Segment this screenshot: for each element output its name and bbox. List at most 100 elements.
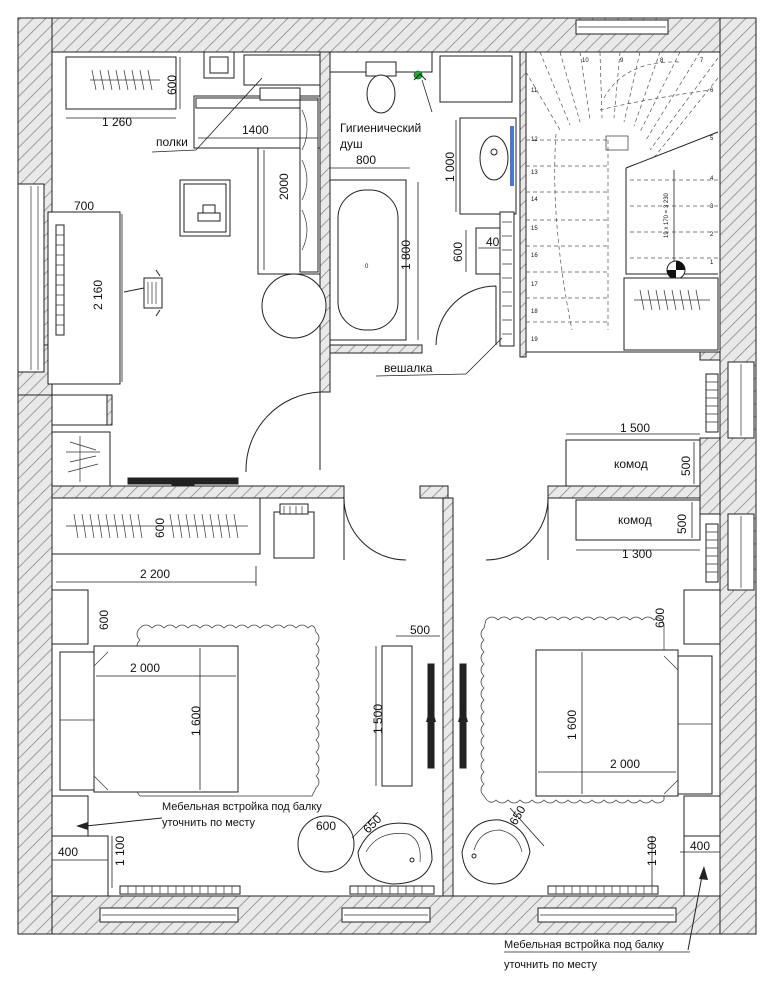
shelves-callout: полки	[151, 77, 263, 153]
dresser-1: 1 500 комод 500	[565, 421, 701, 487]
stair-numbers-right: 1 2 3 4 5 6 7 8 9 10	[582, 58, 714, 266]
stair-note: 19 x 170 = 3 230	[664, 192, 670, 238]
step-13: 13	[531, 170, 538, 176]
step-3: 3	[710, 204, 714, 210]
desk-chair	[123, 269, 163, 317]
right-armchair: 650	[461, 803, 545, 885]
right-corner-width: 400	[690, 839, 710, 853]
dresser-1-width: 1 500	[620, 421, 650, 435]
hanger-label: вешалка	[384, 361, 433, 375]
sofa-length: 2000	[277, 173, 291, 200]
right-note-line-2: уточнить по месту	[504, 959, 598, 971]
corner-box	[243, 54, 321, 86]
right-night-depth: 600	[653, 608, 667, 628]
wardrobe-top	[65, 56, 177, 110]
left-wardrobe-depth: 600	[153, 518, 167, 538]
round-rug	[261, 273, 327, 339]
right-note-line-1: Мебельная встройка под балку	[504, 939, 664, 951]
sink-height: 1 000	[443, 152, 457, 182]
bath-shelf-top	[439, 55, 513, 103]
right-bedroom-door	[485, 497, 549, 561]
left-nightstands: 600	[51, 589, 111, 837]
right-bed-length: 2 000	[610, 757, 640, 771]
hall-radiator	[705, 373, 719, 433]
left-night-depth: 600	[97, 610, 111, 630]
left-bedroom-door	[343, 497, 407, 561]
tv	[127, 477, 239, 487]
left-table-depth: 600	[316, 819, 336, 833]
hanger-callout: вешалка	[375, 337, 503, 377]
desk-width: 700	[74, 199, 94, 213]
step-11: 11	[531, 88, 538, 94]
left-bed-length: 2 000	[130, 661, 160, 675]
exterior-walls	[17, 17, 757, 935]
mirror-wardrobe: 1 500 500	[371, 623, 468, 787]
right-bed: 1 600 2 000	[535, 649, 713, 797]
right-corner-height: 1 100	[645, 836, 659, 866]
left-bed: 2 000 1 600	[59, 645, 239, 793]
dresser-2: комод 500 1 300	[575, 499, 701, 561]
left-radiator	[119, 885, 435, 895]
left-corner-height: 1 100	[113, 836, 127, 866]
step-17: 17	[531, 282, 538, 288]
step-9: 9	[620, 58, 624, 64]
step-8: 8	[660, 58, 664, 64]
left-note-line-1: Мебельная встройка под балку	[162, 801, 322, 813]
hall-door	[245, 391, 321, 473]
coffee-table	[179, 179, 231, 237]
bathroom: Гигиенический душ 800 0 1 800 1 000 400 …	[329, 51, 517, 347]
dresser-2-depth: 500	[675, 514, 689, 534]
step-7: 7	[700, 58, 704, 64]
step-19: 19	[531, 337, 538, 343]
left-vanity-chair	[273, 503, 315, 559]
bath-door	[435, 285, 497, 346]
sofa: 2000 1400	[193, 87, 321, 275]
shower-label-2: душ	[340, 137, 363, 151]
shelves-label: полки	[156, 135, 188, 149]
hanging-rack	[51, 431, 111, 487]
left-room-width-dim: 2 200	[56, 566, 257, 586]
mirror-length: 1 500	[371, 704, 385, 734]
right-bed-width: 1 600	[565, 710, 579, 740]
step-14: 14	[531, 197, 538, 203]
step-6: 6	[710, 88, 714, 94]
step-15: 15	[531, 226, 538, 232]
bath-length: 1 800	[399, 240, 413, 270]
step-5: 5	[710, 136, 714, 142]
left-corner-width: 400	[58, 845, 78, 859]
bath-drain: 0	[365, 264, 369, 270]
right-corner-unit: 400 1 100	[645, 835, 721, 897]
mirror-width: 500	[410, 623, 430, 637]
wardrobe-top-depth: 600	[165, 75, 179, 95]
step-4: 4	[710, 176, 714, 182]
toilet	[365, 61, 397, 114]
dresser-2-label: комод	[618, 513, 652, 527]
left-armchair: 600 650	[297, 811, 433, 885]
left-note: Мебельная встройка под балку уточнить по…	[76, 801, 322, 830]
bathtub: 800 0 1 800	[329, 153, 419, 341]
hanger-rail	[499, 211, 515, 347]
left-note-line-2: уточнить по месту	[162, 817, 256, 829]
step-1: 1	[710, 260, 714, 266]
step-18: 18	[531, 309, 538, 315]
wardrobe-top-dims: 1 260 600	[66, 57, 181, 129]
desk-length: 2 160	[91, 280, 105, 310]
dresser-2-width: 1 300	[622, 547, 652, 561]
cabinet-depth: 600	[451, 242, 465, 262]
staircase: 19 x 170 = 3 230 11 12 13 14 15 16 17 18…	[525, 51, 721, 353]
bath-width: 800	[356, 153, 376, 167]
shower-label-1: Гигиенический	[340, 121, 421, 135]
small-cabinet	[51, 394, 108, 426]
shower-marker	[413, 70, 423, 80]
shelf-box-inner	[209, 56, 229, 74]
sink: 1 000	[443, 117, 517, 215]
left-wardrobe: 600	[51, 497, 261, 555]
shelf-length: 1400	[242, 123, 269, 137]
left-corner-unit: 400 1 100	[51, 835, 127, 897]
windows	[17, 19, 755, 923]
dresser-1-label: комод	[614, 457, 648, 471]
right-radiator	[547, 885, 659, 895]
right-note: Мебельная встройка под балку уточнить по…	[504, 866, 708, 971]
left-bed-width: 1 600	[189, 706, 203, 736]
